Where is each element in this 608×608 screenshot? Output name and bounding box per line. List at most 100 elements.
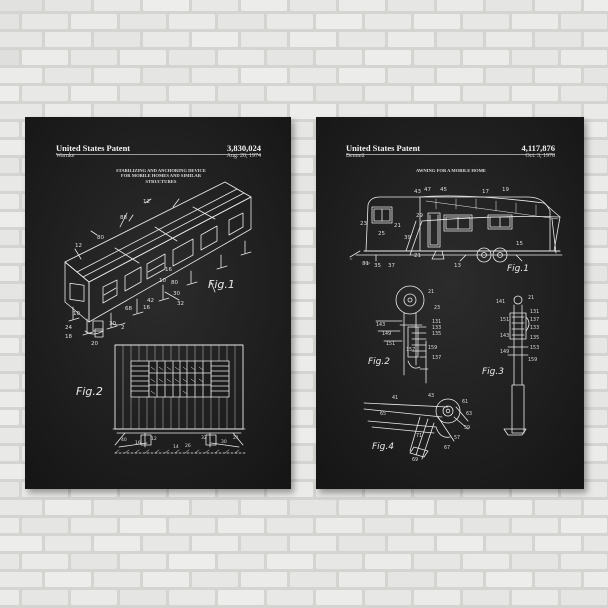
- svg-text:12: 12: [151, 436, 157, 442]
- brick: [463, 86, 509, 101]
- brick: [0, 50, 19, 65]
- brick: [192, 536, 238, 551]
- svg-text:24: 24: [65, 325, 72, 331]
- brick: [22, 518, 68, 533]
- brick: [365, 518, 411, 533]
- svg-text:32: 32: [177, 301, 184, 307]
- svg-text:16: 16: [143, 305, 150, 311]
- svg-text:80: 80: [171, 280, 178, 286]
- mobile-home-anchoring-drawing: 12 88 80 12 10 10 80 30 32 68 16 42 16 2…: [64, 181, 252, 454]
- brick: [267, 86, 313, 101]
- svg-text:21: 21: [233, 435, 239, 441]
- brick: [512, 554, 558, 569]
- brick: [316, 86, 362, 101]
- brick: [0, 104, 42, 119]
- brick: [437, 32, 483, 47]
- chalkboard-texture: [316, 117, 584, 489]
- brick: [512, 86, 558, 101]
- svg-text:59: 59: [464, 425, 470, 431]
- brick: [535, 572, 581, 587]
- brick: [512, 518, 558, 533]
- brick: [241, 104, 287, 119]
- svg-text:40: 40: [121, 437, 127, 443]
- svg-text:143: 143: [376, 322, 385, 328]
- inventor-name: Warnke: [56, 153, 75, 159]
- brick: [561, 518, 607, 533]
- brick: [339, 32, 385, 47]
- svg-text:151: 151: [500, 317, 509, 323]
- brick: [290, 572, 336, 587]
- fig1-mobile-home-illustration: [64, 181, 252, 338]
- brick: [463, 50, 509, 65]
- svg-text:47: 47: [424, 187, 431, 193]
- svg-text:30: 30: [221, 439, 227, 445]
- patent-date: Aug. 20, 1974: [226, 153, 261, 159]
- brick: [22, 50, 68, 65]
- brick: [437, 572, 483, 587]
- svg-text:135: 135: [432, 331, 441, 337]
- svg-text:21: 21: [414, 253, 421, 259]
- brick: [0, 536, 42, 551]
- brick: [0, 518, 19, 533]
- brick: [267, 14, 313, 29]
- brick: [143, 0, 189, 11]
- brick: [365, 590, 411, 605]
- brick: [316, 50, 362, 65]
- brick: [169, 14, 215, 29]
- brick: [486, 32, 532, 47]
- brick: [584, 0, 608, 11]
- brick: [218, 518, 264, 533]
- svg-text:10: 10: [73, 311, 80, 317]
- svg-text:57: 57: [454, 435, 460, 441]
- svg-text:68: 68: [125, 306, 132, 312]
- brick: [486, 572, 532, 587]
- svg-text:67: 67: [444, 445, 450, 451]
- svg-text:15: 15: [516, 241, 523, 247]
- brick: [290, 32, 336, 47]
- brick: [584, 536, 608, 551]
- brick: [218, 554, 264, 569]
- brick: [584, 32, 608, 47]
- brick: [45, 500, 91, 515]
- svg-text:159: 159: [528, 357, 537, 363]
- svg-text:133: 133: [432, 325, 441, 331]
- brick: [437, 0, 483, 11]
- inventor-name: Bennett: [346, 153, 365, 159]
- brick: [584, 212, 608, 227]
- brick: [437, 68, 483, 83]
- brick: [0, 14, 19, 29]
- svg-text:63: 63: [466, 411, 472, 417]
- svg-text:21: 21: [428, 289, 434, 295]
- brick: [192, 104, 238, 119]
- brick: [561, 50, 607, 65]
- svg-text:17: 17: [482, 189, 489, 195]
- svg-text:65: 65: [380, 411, 386, 417]
- svg-text:14: 14: [173, 444, 179, 450]
- brick: [192, 68, 238, 83]
- svg-text:71: 71: [416, 433, 422, 439]
- header-rule: [346, 154, 555, 155]
- brick: [0, 266, 19, 281]
- svg-text:133: 133: [530, 325, 539, 331]
- svg-text:41: 41: [392, 395, 398, 401]
- brick: [414, 590, 460, 605]
- svg-text:131: 131: [530, 309, 539, 315]
- brick: [365, 50, 411, 65]
- brick: [192, 572, 238, 587]
- svg-text:23: 23: [360, 221, 367, 227]
- brick: [388, 572, 434, 587]
- patent-number: 4,117,876: [521, 143, 555, 153]
- svg-text:61: 61: [462, 399, 468, 405]
- brick: [0, 482, 19, 497]
- brick: [414, 518, 460, 533]
- svg-text:143: 143: [500, 333, 509, 339]
- brick: [241, 500, 287, 515]
- brick: [0, 32, 42, 47]
- brick: [486, 536, 532, 551]
- svg-text:43: 43: [428, 393, 434, 399]
- brick: [0, 374, 19, 389]
- brick: [94, 500, 140, 515]
- brick: [120, 590, 166, 605]
- brick: [120, 86, 166, 101]
- svg-text:13: 13: [454, 263, 461, 269]
